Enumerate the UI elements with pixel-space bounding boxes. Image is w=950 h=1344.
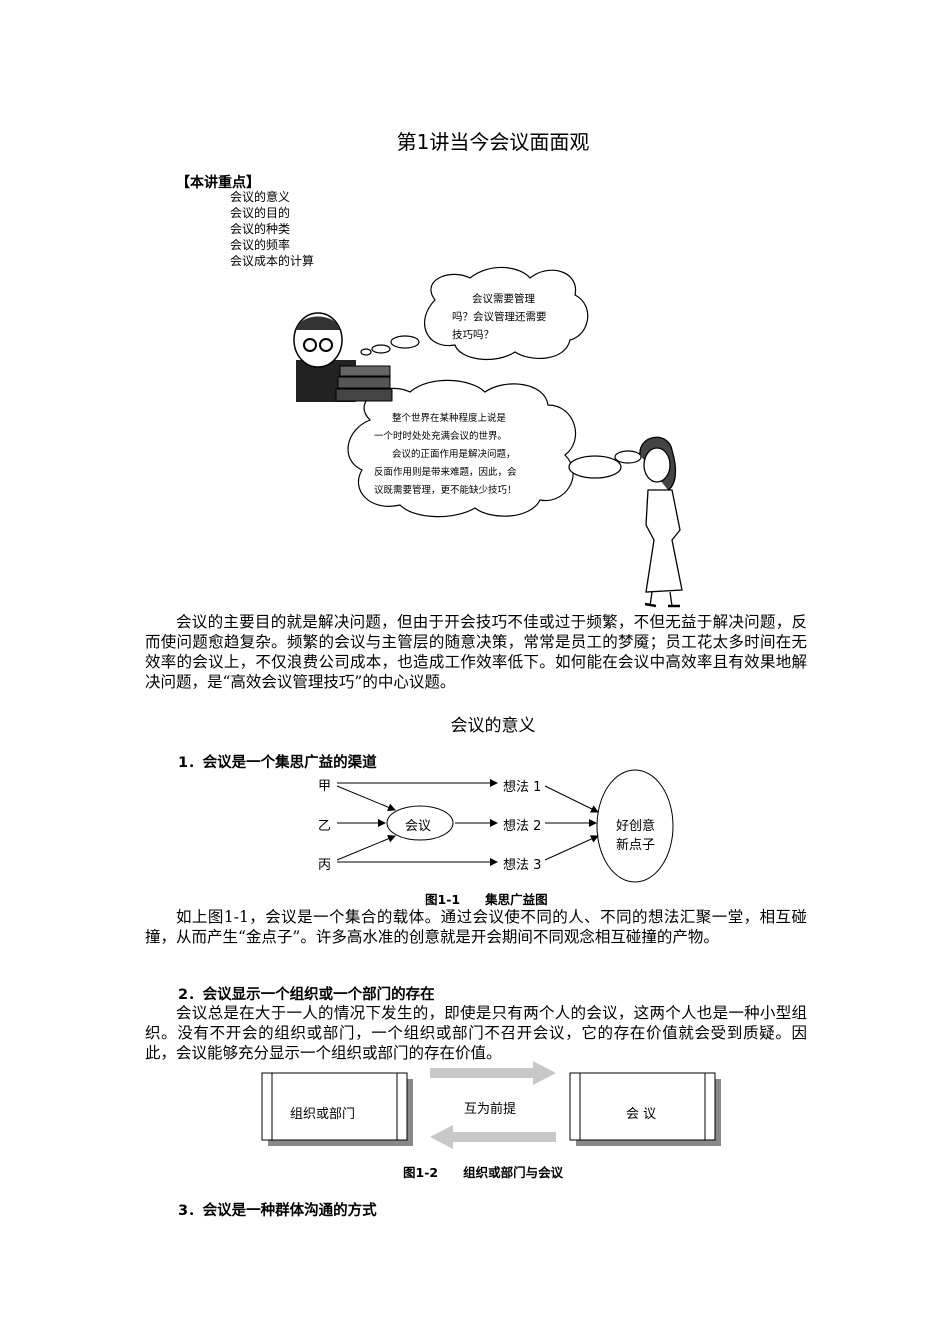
key-point-item: 会议的频率 [230, 238, 291, 252]
org-box-label: 组织或部门 [290, 1107, 356, 1122]
bubble-man-line: 吗？会议管理还需要 [452, 311, 547, 323]
bubble-woman-line: 会议的正面作用是解决问题， [392, 449, 516, 460]
section2-paragraph: 会议总是在大于一人的情况下发生的，即使是只有两个人的会议，这两个人也是一种小型组… [145, 1004, 807, 1062]
arrow-left [430, 1125, 556, 1149]
bubble-woman-line: 一个时时处处充满会议的世界。 [374, 431, 508, 442]
arrow-right [430, 1061, 556, 1085]
bubble-woman-line: 整个世界在某种程度上说是 [392, 413, 507, 424]
section1-heading: 1．会议是一个集思广益的渠道 [178, 755, 377, 771]
meeting-box-label: 会 议 [626, 1107, 657, 1122]
section2-heading: 2．会议显示一个组织或一个部门的存在 [178, 987, 435, 1003]
meeting-node: 会议 [405, 819, 432, 834]
intro-paragraph: 会议的主要目的就是解决问题，但由于开会技巧不佳或过于频繁，不但无益于解决问题，反… [145, 613, 807, 691]
person-bing: 丙 [318, 858, 332, 873]
bubble-woman-line: 议既需要管理，更不能缺少技巧！ [374, 485, 517, 496]
idea-node: 想法 3 [503, 858, 542, 873]
key-points-heading: 【本讲重点】 [176, 175, 260, 191]
result-line: 新点子 [616, 838, 656, 853]
key-point-item: 会议的意义 [230, 190, 291, 204]
mutual-premise-label: 互为前提 [464, 1102, 517, 1117]
figure-caption-1-2: 图1-2 组织或部门与会议 [403, 1165, 564, 1180]
key-point-item: 会议的目的 [230, 206, 291, 220]
idea-node: 想法 2 [503, 819, 542, 834]
thought-bubble-man [424, 266, 589, 360]
page-title: 第1讲当今会议面面观 [396, 130, 590, 154]
idea-node: 想法 1 [503, 780, 542, 795]
thought-bubble-woman [347, 379, 577, 518]
bubble-man-line: 技巧吗？ [452, 329, 494, 341]
man-with-books-figure [293, 312, 393, 402]
woman-figure [639, 436, 683, 608]
section-title: 会议的意义 [450, 716, 536, 736]
result-line: 好创意 [616, 819, 656, 834]
person-jia: 甲 [318, 779, 332, 794]
key-points-list: 会议的意义 会议的目的 会议的种类 会议的频率 会议成本的计算 [230, 189, 314, 269]
key-point-item: 会议的种类 [230, 222, 291, 236]
person-yi: 乙 [318, 819, 332, 834]
section3-heading: 3．会议是一种群体沟通的方式 [178, 1203, 377, 1219]
figure-caption-1-1: 图1-1 集思广益图 [425, 892, 548, 907]
bubble-woman-line: 反面作用则是带来难题，因此，会 [374, 467, 517, 478]
section1-paragraph: 如上图1-1，会议是一个集合的载体。通过会议使不同的人、不同的想法汇聚一堂，相互… [145, 908, 807, 946]
bubble-man-line: 会议需要管理 [472, 293, 535, 305]
key-point-item: 会议成本的计算 [230, 254, 315, 268]
